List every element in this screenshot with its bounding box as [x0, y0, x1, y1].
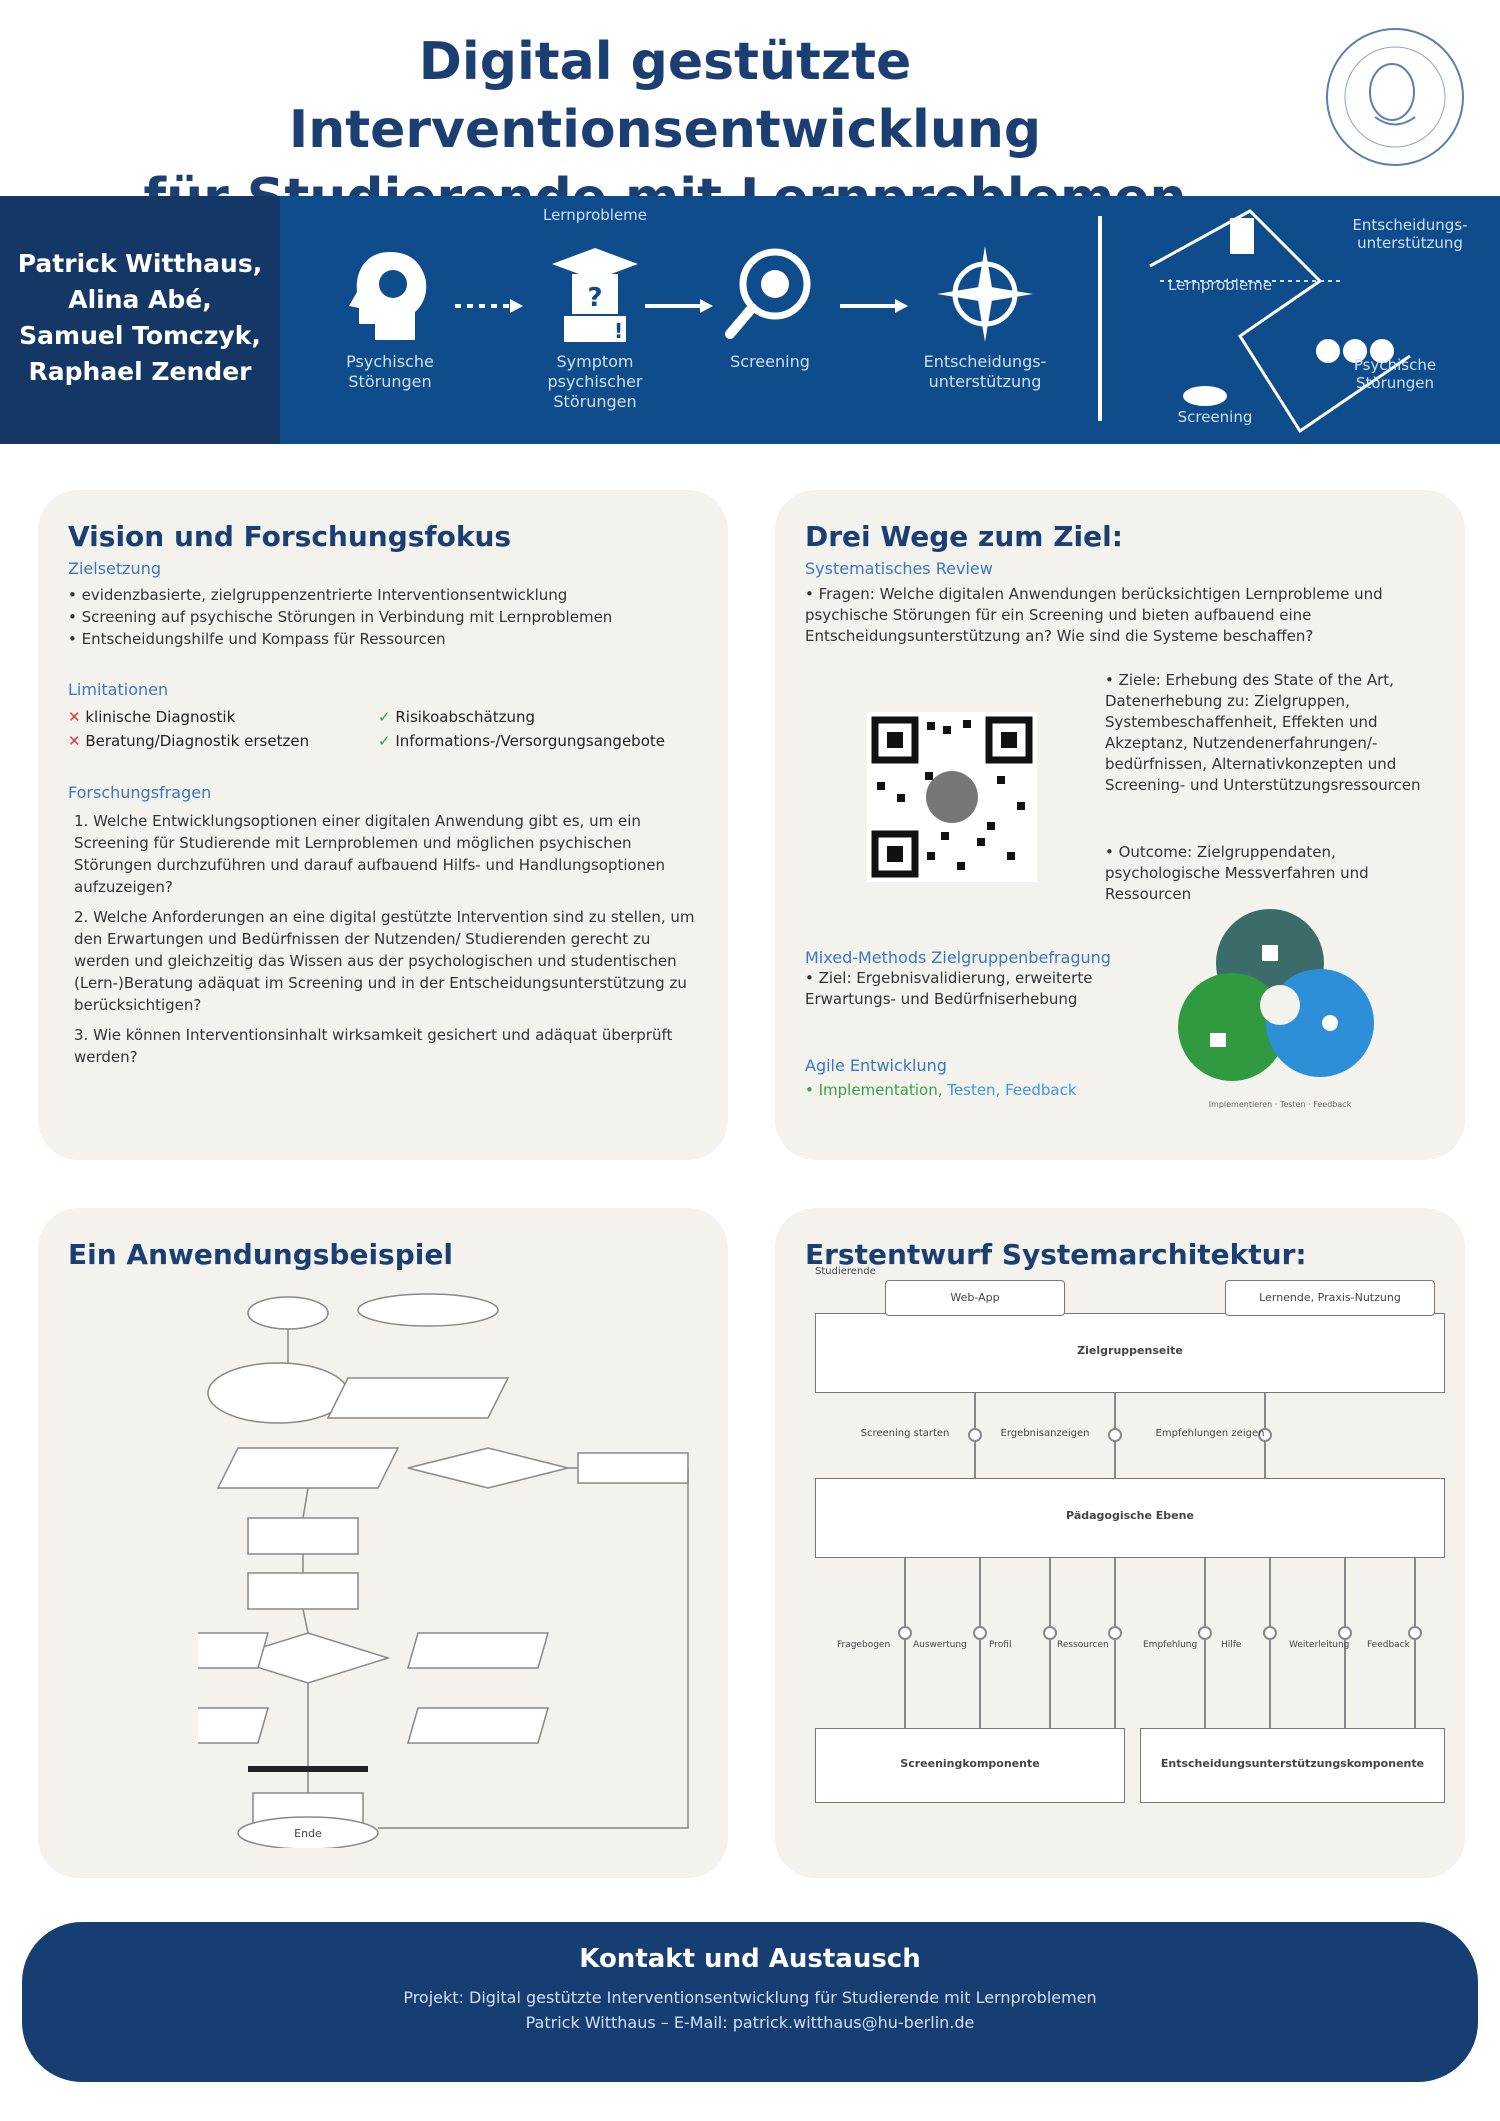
flowchart-end-label: Ende: [294, 1827, 322, 1840]
svg-text:?: ?: [587, 283, 602, 313]
document-icon: [1262, 945, 1278, 961]
zielsetzung-list: • evidenzbasierte, zielgruppenzentrierte…: [68, 584, 698, 650]
graduate-question-icon: ? !: [552, 248, 638, 343]
head-icon: [349, 252, 427, 340]
lernprobleme-top-label: Lernprobleme: [542, 206, 648, 224]
list-item: 3. Wie können Interventionsinhalt wirksa…: [74, 1026, 673, 1066]
review-ziele: • Ziele: Erhebung des State of the Art, …: [1105, 671, 1421, 794]
forschungsfragen-label: Forschungsfragen: [68, 783, 212, 802]
step-screening: Screening: [705, 244, 835, 372]
cross-icon: ✕: [68, 732, 81, 750]
list-item: • Screening auf psychische Störungen in …: [68, 608, 613, 626]
low-labels: Fragebogen Auswertung Profil Ressourcen …: [837, 1640, 1410, 1650]
layer-zielgruppe: Zielgruppenseite: [815, 1313, 1445, 1393]
check-icon: ✓: [378, 708, 391, 726]
panel-beispiel: Ein Anwendungsbeispiel: [38, 1208, 728, 1878]
arch-top-studierende: Studierende: [815, 1266, 876, 1277]
panel-vision: Vision und Forschungsfokus Zielsetzung •…: [38, 490, 728, 1160]
layer-screening: Screeningkomponente: [815, 1728, 1125, 1803]
author-4: Raphael Zender: [28, 357, 252, 386]
arrow-icon: [645, 299, 713, 313]
right-lernprobleme-label: Lernprobleme: [1167, 276, 1273, 294]
agile-label: Agile Entwicklung: [805, 1056, 947, 1075]
panel-architektur: Erstentwurf Systemarchitektur: Zielgrupp…: [775, 1208, 1465, 1878]
step-symptom: ? ! Symptom psychischer Störungen: [520, 244, 670, 412]
review-label: Systematisches Review: [805, 559, 993, 578]
band-divider: [1098, 216, 1102, 421]
mid-label: Empfehlungen zeigen: [1155, 1428, 1265, 1439]
contact-project: Projekt: Digital gestützte Interventions…: [403, 1988, 1097, 2007]
review-fragen: • Fragen: Welche digitalen Anwendungen b…: [805, 585, 1383, 645]
agile-list: • Implementation, Testen, Feedback: [805, 1081, 1077, 1099]
arch-top-webapp: Web-App: [885, 1280, 1065, 1316]
author-3: Samuel Tomczyk,: [19, 321, 261, 350]
qr-code-icon: [867, 712, 1037, 882]
right-psychische-label: Psychische Störungen: [1353, 356, 1437, 392]
vision-heading: Vision und Forschungsfokus: [68, 520, 512, 553]
author-1: Patrick Witthaus,: [17, 249, 263, 278]
check-icon: ✓: [378, 732, 391, 750]
svg-text:!: !: [614, 319, 623, 343]
list-item: 1. Welche Entwicklungsoptionen einer dig…: [74, 812, 665, 896]
right-screening-label: Screening: [1177, 408, 1253, 426]
wege-heading: Drei Wege zum Ziel:: [805, 520, 1123, 553]
header-band: Patrick Witthaus, Alina Abé, Samuel Tomc…: [0, 196, 1500, 444]
list-item: • Entscheidungshilfe und Kompass für Res…: [68, 630, 446, 648]
cross-icon: ✕: [68, 708, 81, 726]
monitor-icon: [1210, 1033, 1226, 1047]
iceberg-diagram-icon: [1149, 209, 1411, 434]
arch-connectors: [898, 1393, 1422, 1728]
step-entscheidung: Entscheidungs- unterstützung: [910, 244, 1060, 392]
authors-block: Patrick Witthaus, Alina Abé, Samuel Tomc…: [0, 196, 280, 444]
limitationen-label: Limitationen: [68, 680, 169, 699]
zielsetzung-label: Zielsetzung: [68, 559, 161, 578]
step-psychische-stoerungen: Psychische Störungen: [320, 244, 460, 392]
right-entscheidung-label: Entscheidungs- unterstützung: [1352, 216, 1468, 252]
mixed-label: Mixed-Methods Zielgruppenbefragung: [805, 948, 1111, 967]
limitationen-grid: ✕ klinische Diagnostik ✕ Beratung/Diagno…: [68, 708, 665, 750]
list-item: • evidenzbasierte, zielgruppenzentrierte…: [68, 586, 568, 604]
arch-top-praxis: Lernende, Praxis-Nutzung: [1225, 1280, 1435, 1316]
compass-icon: [937, 246, 1033, 342]
contact-footer: Kontakt und Austausch Projekt: Digital g…: [22, 1922, 1478, 2082]
title-line-1: Digital gestützte Interventionsentwicklu…: [288, 32, 1042, 160]
layer-entscheidung: Entscheidungsunterstützungskomponente: [1140, 1728, 1445, 1803]
magnifier-icon: [725, 248, 811, 339]
forschungsfragen-list: 1. Welche Entwicklungsoptionen einer dig…: [68, 810, 698, 1068]
author-2: Alina Abé,: [68, 285, 212, 314]
beispiel-heading: Ein Anwendungsbeispiel: [68, 1238, 453, 1271]
university-seal-icon: [1326, 28, 1464, 166]
review-outcome: • Outcome: Zielgruppendaten, psychologis…: [1105, 843, 1369, 903]
flowchart-diagram: Ende: [198, 1293, 689, 1848]
panel-wege: Drei Wege zum Ziel: Systematisches Revie…: [775, 490, 1465, 1160]
venn-caption: Implementieren · Testen · Feedback: [1208, 1100, 1352, 1109]
user-icon: [1322, 1015, 1338, 1031]
architektur-heading: Erstentwurf Systemarchitektur:: [805, 1238, 1307, 1271]
contact-email[interactable]: Patrick Witthaus – E-Mail: patrick.witth…: [525, 2013, 975, 2032]
layer-paedagogisch: Pädagogische Ebene: [815, 1478, 1445, 1558]
dotted-arrow-icon: [455, 299, 523, 313]
list-item: 2. Welche Anforderungen an eine digital …: [74, 908, 695, 1014]
venn-diagram-icon: [1178, 909, 1374, 1081]
mid-label: Ergebnisanzeigen: [1000, 1428, 1090, 1439]
arrow-icon: [840, 299, 908, 313]
contact-heading: Kontakt und Austausch: [579, 1944, 921, 1974]
mixed-ziel: • Ziel: Ergebnisvalidierung, erweiterte …: [805, 969, 1093, 1008]
mid-label: Screening starten: [860, 1428, 950, 1439]
